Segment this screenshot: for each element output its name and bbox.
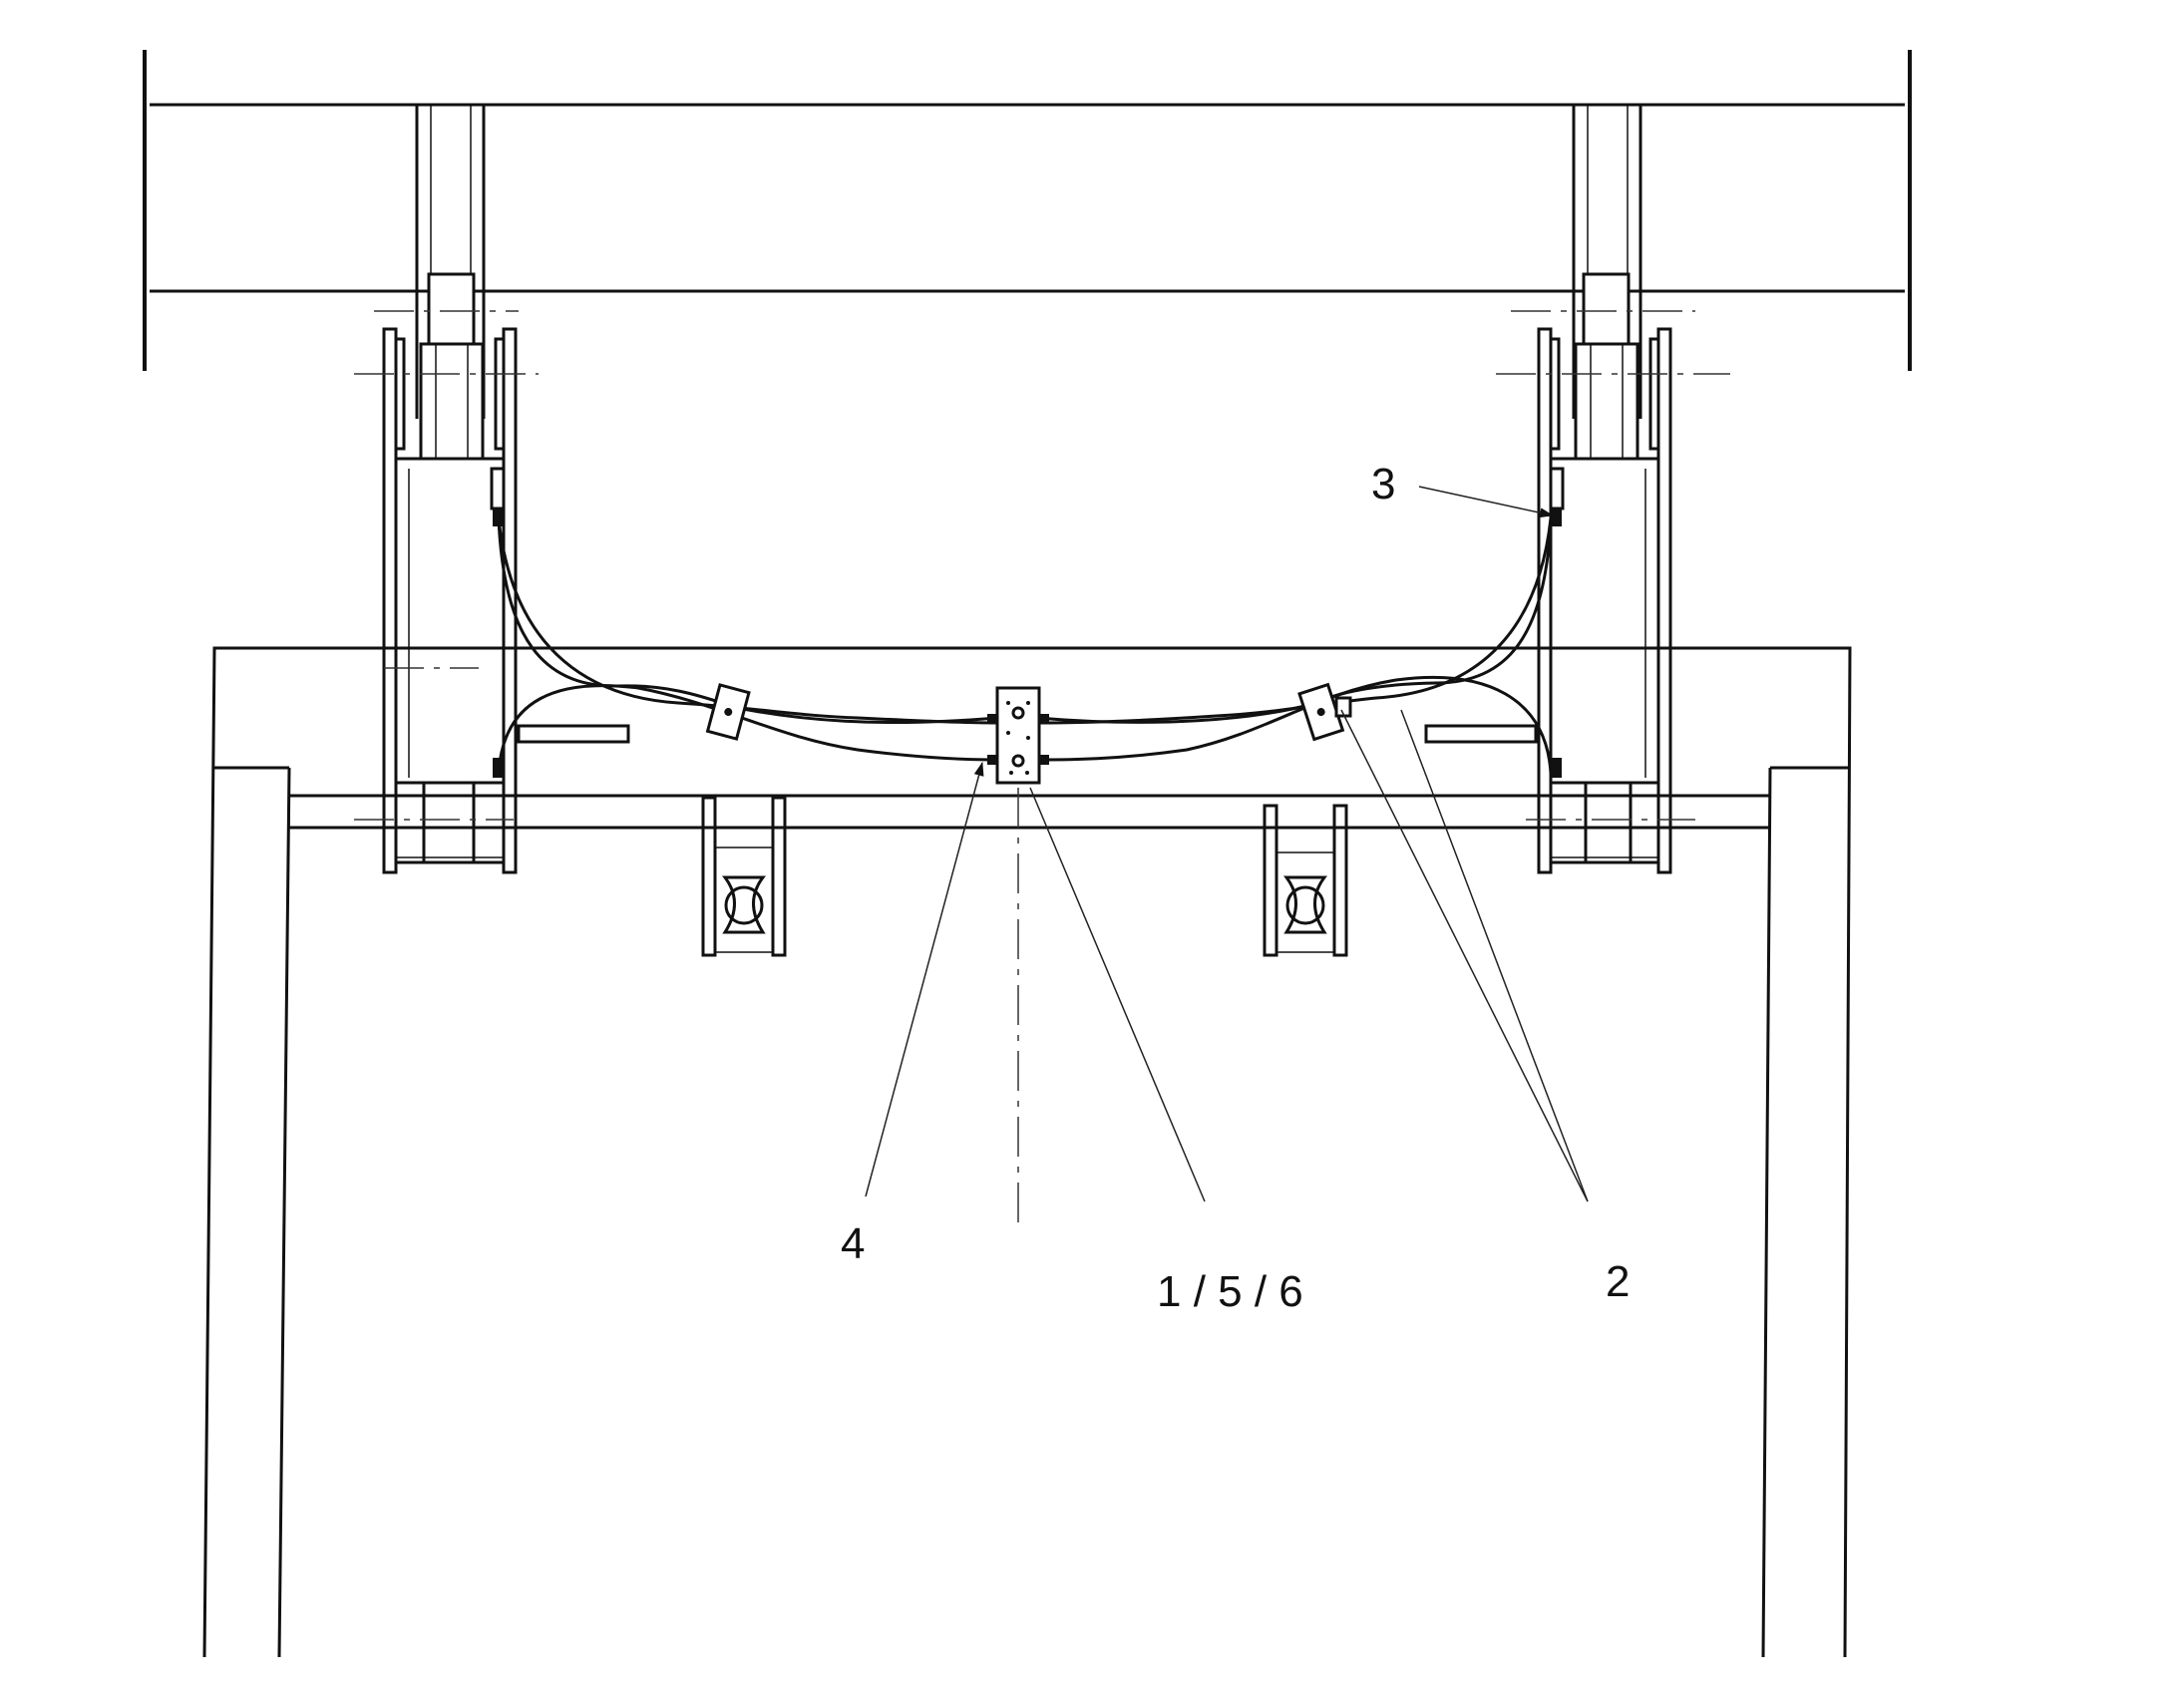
hose-lines (497, 517, 1553, 774)
machine-frame (202, 646, 1852, 1658)
right-hose-reel (1424, 105, 1730, 874)
left-guide-bar (517, 724, 630, 744)
right-guide-pulley (1263, 804, 1348, 957)
right-guide-bar (1424, 724, 1538, 744)
left-hose-collar (705, 683, 751, 741)
callout-2: 2 (1606, 1257, 1630, 1306)
leader-2a (1340, 709, 1589, 1202)
callout-4: 4 (841, 1219, 865, 1268)
left-slide-block (427, 272, 476, 346)
callout-1-5-6: 1 / 5 / 6 (1157, 1267, 1303, 1316)
right-slide-block (1582, 272, 1631, 346)
central-manifold-block (987, 686, 1049, 785)
leader-1-5-6 (1029, 787, 1206, 1202)
callout-3: 3 (1371, 460, 1395, 509)
leader-3 (1418, 486, 1554, 518)
leader-lines (865, 486, 1589, 1202)
left-hose-reel (354, 105, 630, 874)
leader-4 (865, 762, 984, 1197)
left-guide-pulley (701, 796, 787, 957)
leader-2b (1400, 709, 1589, 1202)
top-cross-beam (143, 50, 1912, 371)
